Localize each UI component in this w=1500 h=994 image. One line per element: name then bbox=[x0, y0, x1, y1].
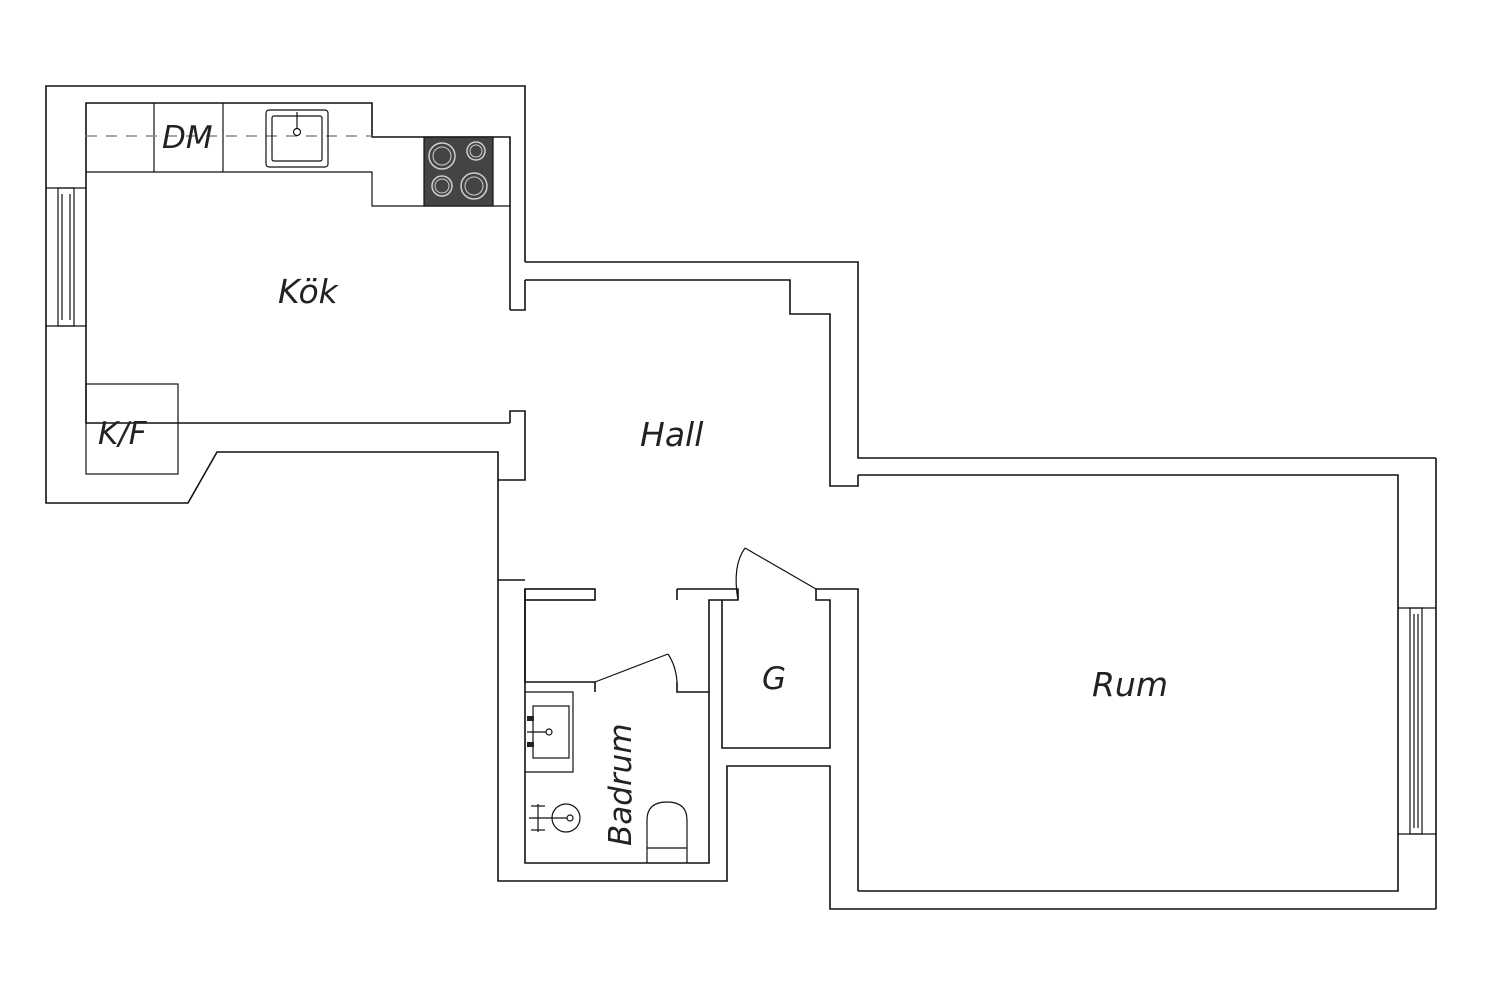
label-closet: G bbox=[762, 661, 786, 697]
bathroom-walls bbox=[497, 580, 1436, 910]
label-living-room: Rum bbox=[1092, 665, 1168, 704]
closet-walls bbox=[676, 547, 859, 891]
kitchen-window bbox=[46, 187, 86, 327]
label-kitchen: Kök bbox=[278, 272, 340, 311]
living-room-window bbox=[1398, 607, 1436, 835]
toilet-icon bbox=[646, 801, 688, 863]
hall-walls bbox=[498, 261, 1436, 581]
fridge-freezer-box bbox=[85, 383, 179, 475]
kitchen-sink bbox=[265, 109, 329, 168]
label-fridge-freezer: K/F bbox=[98, 416, 148, 452]
label-bathroom: Badrum bbox=[603, 723, 639, 846]
stove-icon bbox=[423, 136, 494, 207]
shower-icon bbox=[529, 803, 581, 833]
label-hall: Hall bbox=[640, 415, 703, 454]
label-dishwasher: DM bbox=[162, 120, 213, 156]
washbasin-icon bbox=[525, 691, 574, 773]
